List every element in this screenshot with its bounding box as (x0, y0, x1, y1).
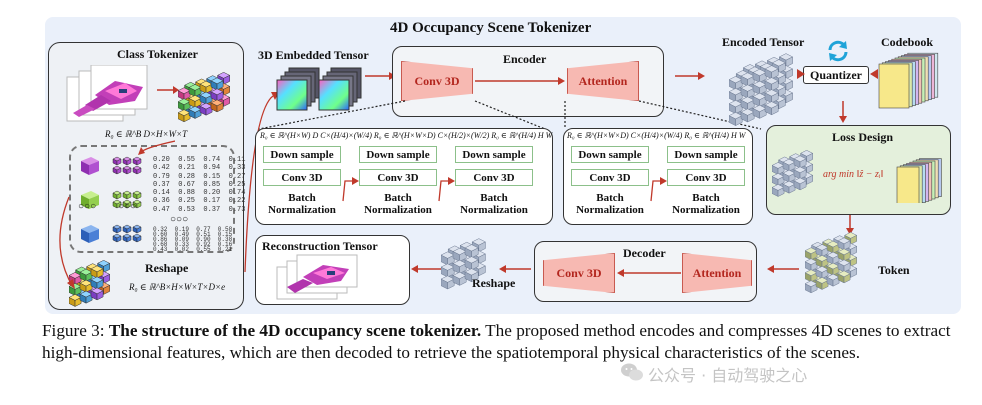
batch-label: Batch (480, 192, 508, 204)
reconstruction-title: Reconstruction Tensor (262, 239, 378, 253)
decoder-title: Decoder (623, 246, 666, 260)
downsample-block: Down sample (571, 146, 649, 163)
codebook-title: Codebook (881, 35, 934, 49)
decoder-conv3d-label: Conv 3D (556, 265, 602, 280)
embedding-matrix-top: 0.20 0.55 0.74 0.11 0.42 0.21 0.94 0.33 … (153, 156, 246, 214)
class-tokenizer-formula-bottom: R₀ ∈ ℝ^B×H×W×T×D×e (129, 282, 226, 292)
encoder-inner-arrow (475, 77, 565, 85)
conv3d-block: Conv 3D (667, 169, 745, 186)
embedded-tensor-title: 3D Embedded Tensor (258, 48, 369, 62)
class-tokenizer-title: Class Tokenizer (117, 47, 199, 61)
codebook-stack (878, 52, 939, 109)
arrow-to-loss-design (839, 101, 847, 123)
caption-label: Figure 3: (42, 321, 109, 340)
reshaped-volume (69, 260, 111, 307)
encoder-title: Encoder (503, 52, 547, 66)
class-tokenizer-formula-top: R₀ ∈ ℝ^B D×H×W×T (105, 129, 188, 139)
arrow-to-quantizer (797, 69, 805, 79)
conv3d-block: Conv 3D (359, 169, 437, 186)
loss-codebook-stack (896, 158, 942, 203)
caption-text: The proposed method encodes and compress… (42, 321, 951, 362)
zoom-dotted-lines (258, 100, 762, 130)
encoder-conv3d-label: Conv 3D (414, 73, 460, 88)
encoded-tensor-grid (729, 53, 794, 126)
encoded-tensor-title: Encoded Tensor (722, 35, 805, 49)
class-cubes-column (81, 157, 99, 243)
cube-blue-icon (81, 225, 99, 243)
caption-bold: The structure of the 4D occupancy scene … (108, 321, 482, 340)
class-tokenizer-flow-arrows (59, 140, 175, 289)
stage-connector-arrow (437, 177, 455, 210)
stage-connector-arrow (341, 177, 359, 210)
conv3d-block: Conv 3D (263, 169, 341, 186)
arrow-to-decoder (767, 265, 799, 273)
embedding-matrix-bottom: 0.32 0.19 0.77 0.58 0.60 0.49 0.51 0.15 … (153, 226, 233, 253)
reconstruction-scene-images (276, 254, 358, 300)
normalization-label: Normalization (576, 204, 644, 216)
downsample-block: Down sample (667, 146, 745, 163)
reshape-label-right: Reshape (472, 276, 516, 290)
dots-right: ○○○ (170, 214, 189, 225)
diagram-title: 4D Occupancy Scene Tokenizer (390, 20, 592, 36)
arrow-to-reconstruction (411, 265, 441, 273)
batch-label: Batch (288, 192, 316, 204)
arrow-to-encoded-tensor (675, 72, 705, 80)
token-label: Token (878, 263, 910, 277)
downsample-block: Down sample (359, 146, 437, 163)
reshape-label-left: Reshape (145, 261, 189, 275)
loss-design-title: Loss Design (832, 130, 894, 144)
batch-label: Batch (384, 192, 412, 204)
normalization-label: Normalization (364, 204, 432, 216)
decoder-inner-arrow (617, 269, 681, 277)
downsample-block: Down sample (455, 146, 533, 163)
encoder-detail-right-formula: R₀ ∈ ℝ^(H×W×D) C×(H/4)×(W/4) R₀ ∈ ℝ^(H/4… (567, 131, 746, 140)
tokenizer-diagram: 4D Occupancy Scene Tokenizer Class Token… (45, 17, 961, 314)
batch-label: Batch (692, 192, 720, 204)
stage-connector-arrow (649, 177, 667, 210)
batch-label: Batch (596, 192, 624, 204)
normalization-label: Normalization (268, 204, 336, 216)
arrow-to-reshape (499, 265, 531, 273)
loss-formula: arg min ‖ẑ − zᵢ‖ (823, 169, 884, 180)
occupancy-scene-images (66, 65, 148, 122)
normalization-label: Normalization (460, 204, 528, 216)
cycle-arrows-icon (828, 40, 848, 62)
downsample-block: Down sample (263, 146, 341, 163)
embedded-tensor-stack (276, 67, 362, 111)
wechat-logo-icon (621, 363, 643, 381)
quantizer-box: Quantizer (803, 66, 869, 84)
conv3d-block: Conv 3D (455, 169, 533, 186)
arrow-to-token (846, 215, 854, 235)
decoded-volume (441, 238, 486, 290)
dots-left: ○○○ (78, 201, 97, 212)
conv3d-block: Conv 3D (571, 169, 649, 186)
decoder-attention-label: Attention (692, 265, 742, 280)
dots-middle: ○○○ (118, 201, 137, 212)
normalization-label: Normalization (672, 204, 740, 216)
class-embedding-dashed-box (69, 145, 235, 253)
tokenized-cube-grid (178, 72, 231, 123)
arrow-to-cubes (157, 86, 179, 94)
arrow-quantizer-to-codebook (870, 69, 878, 79)
cube-purple-icon (81, 157, 99, 175)
class-cube-clusters (112, 156, 142, 243)
encoder-attention-label: Attention (578, 73, 628, 88)
figure-caption: Figure 3: The structure of the 4D occupa… (42, 320, 972, 364)
cube-green-icon (81, 191, 99, 209)
loss-encoded-grid (772, 150, 814, 197)
quantizer-label: Quantizer (810, 67, 862, 82)
encoder-detail-left-formula: R₀ ∈ ℝ^(H×W) D C×(H/4)×(W/4) R₀ ∈ ℝ^(H×W… (260, 131, 553, 140)
token-grid (805, 232, 858, 294)
watermark-text: 公众号 · 自动驾驶之心 (648, 366, 808, 385)
